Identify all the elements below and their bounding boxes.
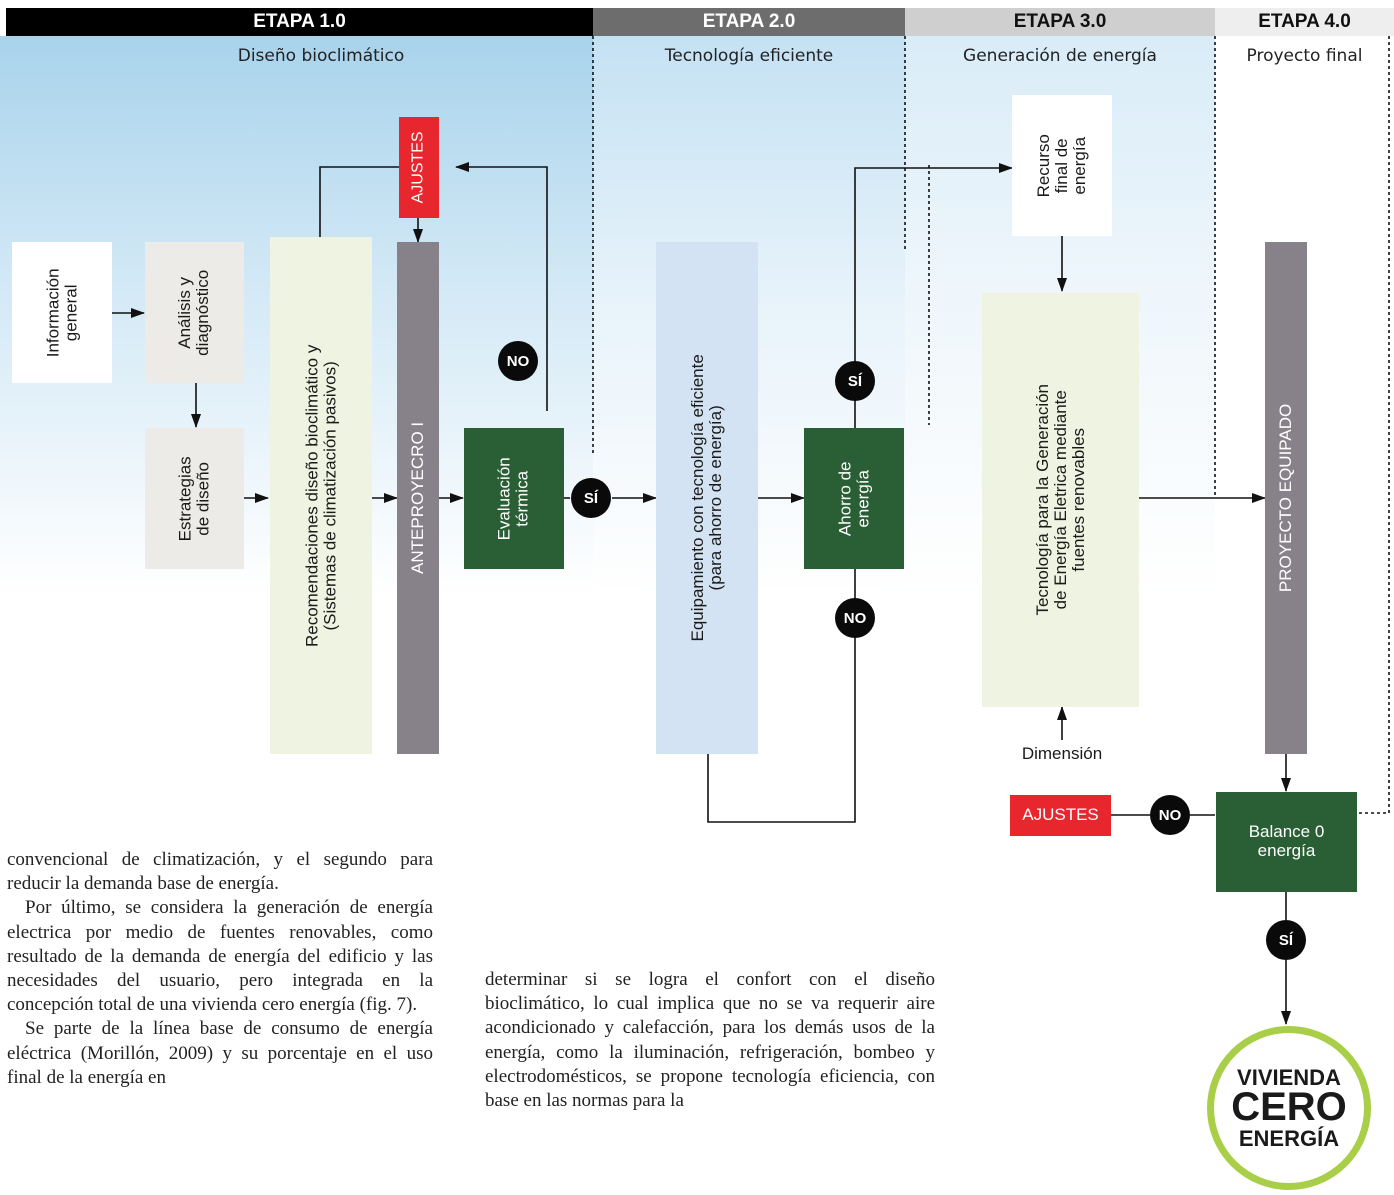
stage2-subtitle: Tecnología eficiente [664,46,834,66]
node-label: Recomendaciones diseño bioclimático y [302,344,322,647]
node-label: fuentes renovables [1068,428,1088,572]
decision-si-ahorro: SÍ [835,361,875,401]
decision-si-evaluacion: SÍ [571,478,611,518]
node-ajustes-bottom: AJUSTES [1010,795,1111,836]
node-tecnologia-generacion: Tecnología para la Generación de Energía… [982,293,1139,707]
stage4-subtitle: Proyecto final [1246,46,1363,66]
node-label: AJUSTES [409,131,427,204]
node-evaluacion-termica: Evaluación térmica [464,428,564,569]
body-text-right: determinar si se logra el confort con el… [485,968,935,1113]
node-label: PROYECTO EQUIPADO [1276,403,1296,593]
node-label: Evaluación [495,456,515,541]
badge-line: ENERGÍA [1238,1125,1340,1151]
node-balance-cero: Balance 0 energía [1216,792,1357,892]
node-label: Análisis y [175,276,195,349]
node-label: de diseño [193,461,213,536]
paragraph: convencional de climatización, y el segu… [7,849,433,895]
decision-no-ahorro: NO [835,598,875,638]
body-text-left: convencional de climatización, y el segu… [7,848,433,1090]
decision-no-balance: NO [1150,795,1190,835]
node-estrategias-diseno: Estrategias de diseño [145,428,244,569]
paragraph: Por último, se considera la generación d… [7,897,433,1016]
stage1-subtitle: Diseño bioclimático [237,46,405,66]
node-label: general [60,284,80,341]
node-label: Información [43,268,63,357]
stage2-header: ETAPA 2.0 [593,8,905,36]
node-label: Ahorro de [835,461,855,536]
node-label: energía [852,469,872,528]
stage4-header: ETAPA 4.0 [1215,8,1394,36]
node-anteproyecto: ANTEPROYECRO I [397,242,439,754]
node-label: diagnóstico [193,269,213,356]
badge-line: VIVIENDA [1237,1064,1341,1090]
node-label: Equipamiento con tecnología eficiente [688,354,708,642]
node-proyecto-equipado: PROYECTO EQUIPADO [1265,242,1307,754]
node-label: Balance 0 [1248,822,1325,842]
node-ahorro-energia: Ahorro de energía [804,428,904,569]
node-label: ANTEPROYECRO I [408,421,428,575]
node-label: final de [1052,138,1072,193]
node-recurso-final: Recurso final de energía [1012,95,1112,236]
node-recomendaciones: Recomendaciones diseño bioclimático y (S… [270,237,372,754]
stage3-subtitle: Generación de energía [963,46,1157,66]
badge-vivienda-cero-energia: VIVIENDA CERO ENERGÍA [1207,1026,1371,1190]
node-informacion-general: Información general [12,242,112,383]
node-label: energía [1257,841,1316,860]
decision-no-evaluacion: NO [498,341,538,381]
node-label: (Sistemas de climatización pasivos) [320,360,340,631]
stage-divider-4 [1358,36,1390,814]
node-equipamiento: Equipamiento con tecnología eficiente (p… [656,242,758,754]
node-ajustes-top: AJUSTES [399,117,439,218]
node-label: Recurso [1034,133,1054,198]
node-label: energía [1069,136,1089,195]
node-label: Estrategias [175,455,195,542]
node-analisis-diagnostico: Análisis y diagnóstico [145,242,244,383]
badge-line: CERO [1231,1085,1347,1130]
paragraph: Se parte de la línea base de consumo de … [7,1018,433,1088]
node-label: AJUSTES [1022,805,1099,825]
paragraph: determinar si se logra el confort con el… [485,969,935,1112]
decision-si-balance: SÍ [1266,920,1306,960]
node-label: térmica [512,470,532,527]
node-label: (para ahorro de energía) [706,405,725,591]
stage3-header: ETAPA 3.0 [905,8,1215,36]
node-label: Tecnología para la Generación [1032,384,1052,616]
label-dimension: Dimensión [1021,744,1103,763]
stage1-header: ETAPA 1.0 [6,8,593,36]
node-label: de Energía Eletrica mediante [1050,390,1070,610]
